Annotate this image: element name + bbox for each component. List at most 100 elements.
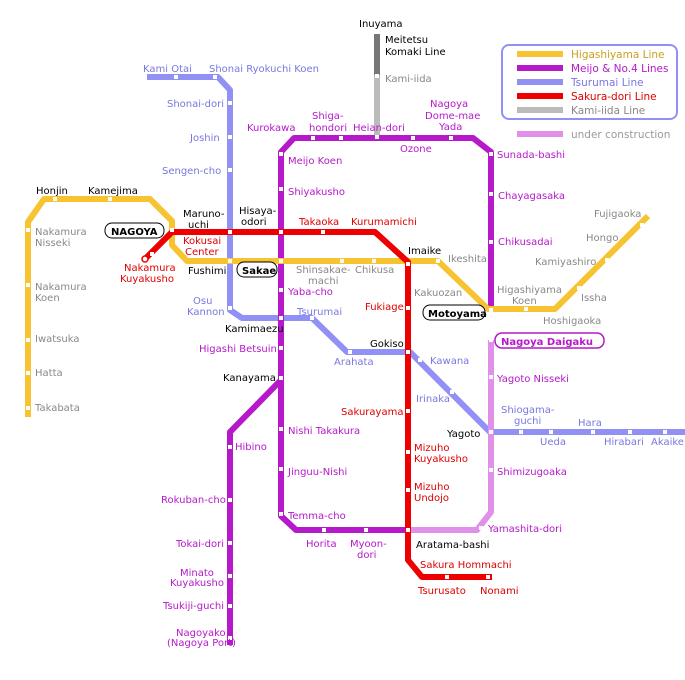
label-tsukijiguchi: Tsukiji-guchi <box>162 601 224 612</box>
label-nonami: Nonami <box>480 586 519 597</box>
meijo-line <box>278 135 494 533</box>
label-minatokuyakusho-1: Minato <box>180 568 214 579</box>
label-chikusadai: Chikusadai <box>498 237 553 248</box>
nagoyadaigaku-station-box <box>494 332 605 349</box>
label-kokusai-1: Kokusai <box>183 236 221 247</box>
label-hisaya-1: Hisaya- <box>239 206 277 217</box>
label-nagoya: NAGOYA <box>111 227 158 238</box>
label-kawana: Kawana <box>430 356 469 367</box>
label-takaoka: Takaoka <box>298 217 339 228</box>
label-imaike: Imaike <box>408 246 441 257</box>
label-temmacho: Temma-cho <box>287 511 346 522</box>
legend-higashiyama: Higashiyama Line <box>571 49 665 61</box>
label-horita: Horita <box>306 539 337 550</box>
label-osukannon-2: Kannon <box>187 307 225 318</box>
label-marunouchi-2: uchi <box>188 220 209 231</box>
label-tsurusato: Tsurusato <box>417 586 466 597</box>
legend-meijo: Meijo & No.4 Lines <box>571 63 668 75</box>
label-kurokawa: Kurokawa <box>247 123 295 134</box>
label-osukannon-1: Osu <box>193 296 212 307</box>
label-dome-1: Nagoya <box>430 99 468 110</box>
label-nakamurakoen-1: Nakamura <box>35 282 87 293</box>
label-minatokuyakusho-2: Kuyakusho <box>170 578 224 589</box>
label-akaike: Akaike <box>651 437 684 448</box>
legend-sakura: Sakura-dori Line <box>571 91 657 103</box>
label-nagoyaport: (Nagoya Port) <box>167 638 236 649</box>
label-hisaya-2: odori <box>241 217 266 228</box>
legend-kamiiida: Kami-iida Line <box>571 105 645 117</box>
label-shiogama-2: guchi <box>514 416 541 427</box>
label-kamimaezu: Kamimaezu <box>225 324 284 335</box>
label-sakurahommachi: Sakura Hommachi <box>420 560 512 571</box>
label-kamejima: Kamejima <box>88 186 138 197</box>
label-kanayama: Kanayama <box>223 373 276 384</box>
label-shimizugoaka: Shimizugoaka <box>497 467 567 478</box>
label-nakamurakoen-2: Koen <box>35 293 60 304</box>
label-kamiiida: Kami-iida <box>385 74 432 85</box>
legend: Higashiyama Line Meijo & No.4 Lines Tsur… <box>501 44 678 141</box>
label-ikeshita: Ikeshita <box>448 254 487 265</box>
label-shinsakae-2: machi <box>308 276 338 287</box>
label-hatta: Hatta <box>35 368 63 379</box>
legend-tsurumai: Tsurumai Line <box>570 77 644 89</box>
label-shiogama-1: Shiogama- <box>501 405 555 416</box>
label-dome-2: Dome-mae <box>425 111 480 122</box>
label-yagotonisseki: Yagoto Nisseki <box>496 374 569 385</box>
label-meitetsu-2: Komaki Line <box>385 47 446 58</box>
label-nagoyako: Nagoyako <box>176 628 226 639</box>
label-myoon-2: dori <box>357 550 376 561</box>
label-gokiso: Gokiso <box>370 339 404 350</box>
label-mizuhoundojo-1: Mizuho <box>414 482 449 493</box>
label-takabata: Takabata <box>34 403 80 414</box>
label-issha: Issha <box>581 293 607 304</box>
label-tokaidori: Tokai-dori <box>175 539 224 550</box>
label-kamiotai: Kami Otai <box>143 64 192 75</box>
label-shinsakae-1: Shinsakae- <box>296 265 351 276</box>
label-mizuhokuyakusho-2: Kuyakusho <box>414 454 468 465</box>
label-marunouchi-1: Maruno- <box>183 209 225 220</box>
label-meitetsu-1: Meitetsu <box>385 35 428 46</box>
label-hongo: Hongo <box>586 233 618 244</box>
label-mizuhoundojo-2: Undojo <box>414 493 449 504</box>
label-fujigaoka: Fujigaoka <box>594 209 641 220</box>
label-honjin: Honjin <box>36 186 68 197</box>
label-motoyama: Motoyama <box>428 309 487 320</box>
label-iwatsuka: Iwatsuka <box>35 334 79 345</box>
label-yagoto: Yagoto <box>446 429 480 440</box>
station-markers <box>26 74 667 640</box>
label-kokusai-2: Center <box>185 247 220 258</box>
label-myoon-1: Myoon- <box>350 539 387 550</box>
nakamura-kuyakusho-dot <box>141 255 149 263</box>
label-dome-3: Yada <box>438 122 462 133</box>
label-ozone: Ozone <box>400 144 432 155</box>
label-hoshigaoka: Hoshigaoka <box>543 316 601 327</box>
under-construction-line <box>408 340 494 533</box>
label-shiga-1: Shiga- <box>312 111 344 122</box>
label-kakuozan: Kakuozan <box>414 288 462 299</box>
label-chayagasaka: Chayagasaka <box>498 191 565 202</box>
label-yabacho: Yaba-cho <box>287 287 333 298</box>
label-irinaka: Irinaka <box>416 394 450 405</box>
label-nakamuranisseki-1: Nakamura <box>35 227 87 238</box>
label-higashiyamakoen-2: Koen <box>512 296 537 307</box>
label-shonairyokuchi: Shonai Ryokuchi Koen <box>209 64 319 75</box>
label-chikusa: Chikusa <box>355 265 394 276</box>
label-hirabari: Hirabari <box>604 437 644 448</box>
meiko-line <box>227 377 284 645</box>
sakae-station-box <box>236 261 278 278</box>
label-tsurumai: Tsurumai <box>296 307 342 318</box>
label-meijokoen: Meijo Koen <box>288 156 342 167</box>
label-higashiyamakoen-1: Higashiyama <box>497 285 562 296</box>
label-fukiage: Fukiage <box>365 302 404 313</box>
legend-construction: under construction <box>571 129 670 141</box>
label-rokubancho: Rokuban-cho <box>161 495 226 506</box>
label-yamashitadori: Yamashita-dori <box>487 524 562 535</box>
label-hibino: Hibino <box>235 442 267 453</box>
label-nagoyadaigaku: Nagoya Daigaku <box>501 337 593 348</box>
label-arahata: Arahata <box>334 357 374 368</box>
label-kurumamichi: Kurumamichi <box>351 217 417 228</box>
label-heiandori: Heian-dori <box>353 123 405 134</box>
label-joshin: Joshin <box>189 133 220 144</box>
label-nakamuranisseki-2: Nisseki <box>35 238 70 249</box>
